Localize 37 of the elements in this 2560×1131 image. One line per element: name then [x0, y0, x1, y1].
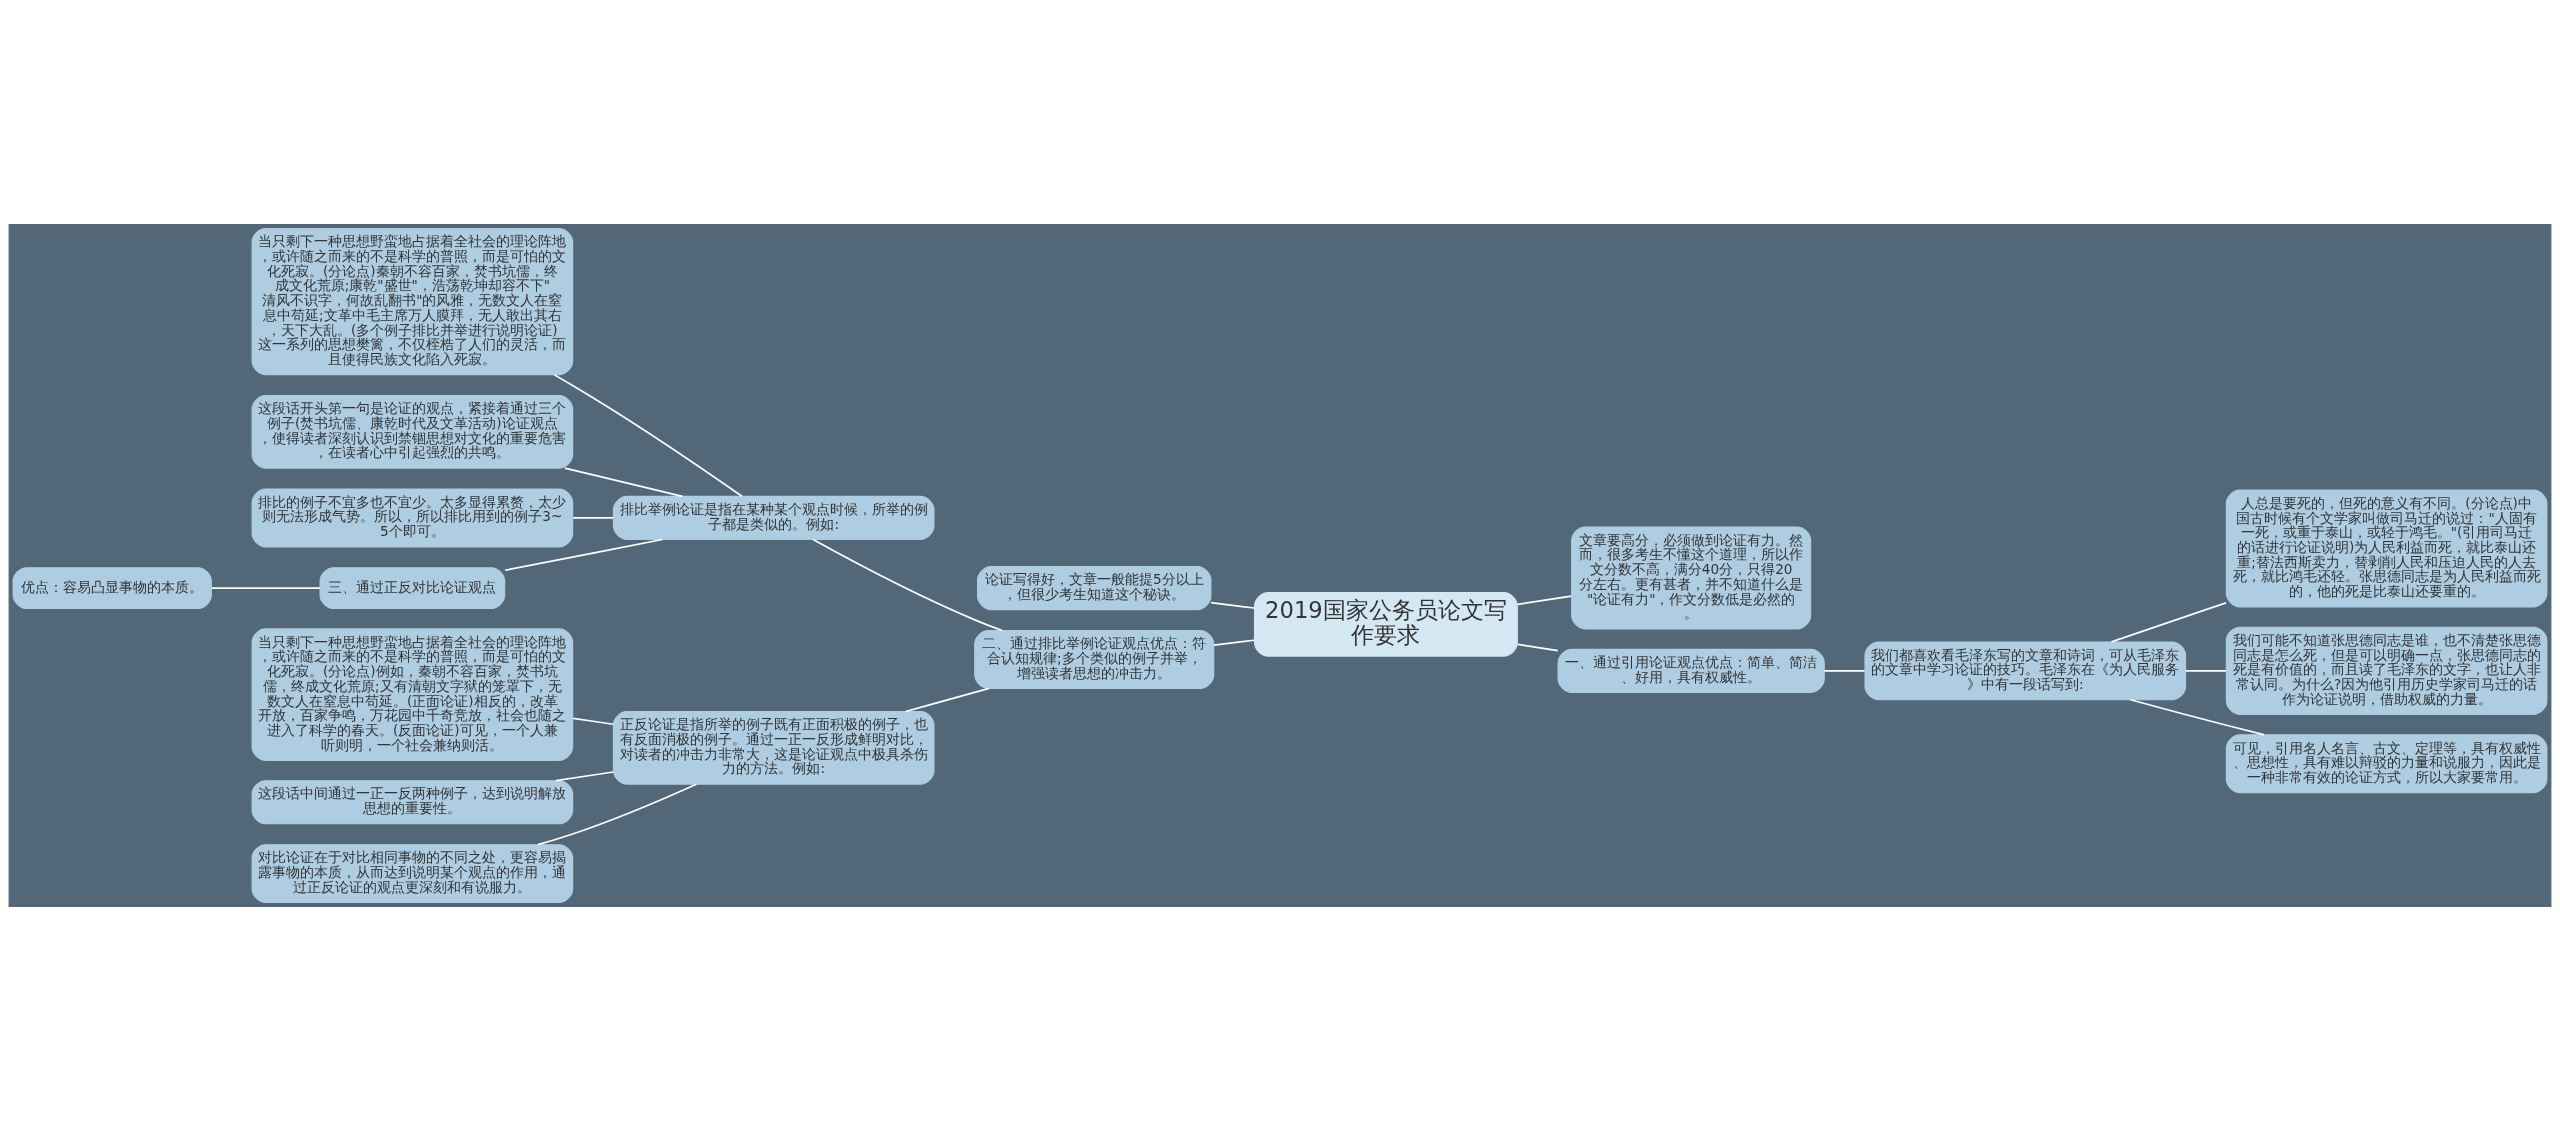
connector [2185, 670, 2227, 672]
node-box: 正反论证是指所举的例子既有正面积极的例子，也有反面消极的例子。通过一正一反形成鲜明对比，对读者的冲击力非常大，这是论证观点中极具杀伤力的方法。例如: [612, 711, 935, 785]
connector [1823, 670, 1866, 672]
node-box: 我们可能不知道张思德同志是谁，也不清楚张思德同志是怎么死，但是可以明确一点，张思德同志的死是有价值的，而且读了毛泽东的文字，也让人非常认同。为什么?因为他引用历史学家司马迁的话作为论证说明，借助权威的力量。 [2225, 626, 2548, 715]
node-box: 论证写得好，文章一般能提5分以上，但很少考生知道这个秘诀。 [977, 566, 1212, 611]
node-box: 我们都喜欢看毛泽东写的文章和诗词，可从毛泽东的文章中学习论证的技巧。毛泽东在《为人民服务》中有一段话写到: [1864, 641, 2187, 701]
connector [2129, 698, 2266, 736]
node-box: 当只剩下一种思想野蛮地占据着全社会的理论阵地，或许随之而来的不是科学的普照，而是可怕的文化死寂。(分论点)例如，秦朝不容百家，焚书坑儒，终成文化荒原;又有清朝文字狱的笼罩下，无数文人在窒息中苟延。(正面论证)相反的，改革开放，百家争鸣，万花园中千奇竞放，社会也随之进入了科学的春天。(反面论证)可见，一个人兼听则明，一个社会兼纳则活。 [251, 628, 574, 761]
node-box: 对比论证在于对比相同事物的不同之处，更容易揭露事物的本质，从而达到说明某个观点的作用，通过正反论证的观点更深刻和有说服力。 [251, 844, 574, 904]
connector [572, 517, 614, 519]
connector [504, 538, 664, 572]
node-box: 这段话开头第一句是论证的观点，紧接着通过三个例子(焚书坑儒、康乾时代及文革活动)论证观点，使得读者深刻认识到禁锢思想对文化的重要危害，在读者心中引起强烈的共鸣。 [251, 395, 574, 469]
connector [1213, 639, 1255, 646]
connector [537, 783, 698, 846]
node-box: 当只剩下一种思想野蛮地占据着全社会的理论阵地，或许随之而来的不是科学的普照，而是可怕的文化死寂。(分论点)秦朝不容百家，焚书坑儒，终成文化荒原;康乾"盛世"，浩荡乾坤却容不下"清风不识字，何故乱翻书"的风雅，无数文人在窒息中苟延;文革中毛主席万人膜拜，无人敢出其右，天下大乱。(多个例子排比并举进行说明论证)这一系列的思想樊篱，不仅桎梏了人们的灵活，而且使得民族文化陷入死寂。 [251, 227, 574, 376]
connector [553, 374, 743, 498]
connector [572, 717, 614, 726]
connector [563, 467, 684, 498]
connector [210, 587, 321, 589]
connector [904, 687, 990, 713]
node-box: 一、通过引用论证观点优点：简单、简洁、好用，具有权威性。 [1557, 648, 1825, 693]
node-box: 2019国家公务员论文写作要求 [1253, 592, 1518, 657]
connector [2110, 602, 2227, 643]
node-box: 排比的例子不宜多也不宜少。太多显得累赘，太少则无法形成气势。所以，所以排比用到的例子3~5个即可。 [251, 488, 574, 548]
connector [1516, 643, 1559, 652]
node-box: 文章要高分，必须做到论证有力。然而，很多考生不懂这个道理，所以作文分数不高，满分40分，只得20分左右。更有甚者，并不知道什么是"论证有力"，作文分数低是必然的。 [1571, 526, 1812, 630]
connector [812, 538, 1003, 632]
node-box: 优点：容易凸显事物的本质。 [12, 567, 212, 610]
node-box: 二、通过排比举例论证观点优点：符合认知规律;多个类似的例子并举，增强读者思想的冲击力。 [974, 630, 1215, 689]
connector [555, 771, 614, 782]
node-box: 可见，引用名人名言、古文、定理等，具有权威性、思想性，具有难以辩驳的力量和说服力，因此是一种非常有效的论证方式，所以大家要常用。 [2225, 734, 2548, 794]
connector [1516, 595, 1573, 606]
node-box: 三、通过正反对比论证观点 [319, 567, 506, 610]
node-box: 排比举例论证是指在某种某个观点时候，所举的例子都是类似的。例如: [612, 495, 935, 540]
node-box: 这段话中间通过一正一反两种例子，达到说明解放思想的重要性。 [251, 780, 574, 825]
node-box: 人总是要死的，但死的意义有不同。(分论点)中国古时候有个文学家叫做司马迁的说过："人固有一死，或重于泰山，或轻于鸿毛。"(引用司马迁的话进行论证说明)为人民利益而死，就比泰山还重;替法西斯卖力，替剥削人民和压迫人民的人去死，就比鸿毛还轻。张思德同志是为人民利益而死的，他的死是比泰山还要重的。 [2225, 489, 2548, 608]
connector [1210, 601, 1255, 609]
